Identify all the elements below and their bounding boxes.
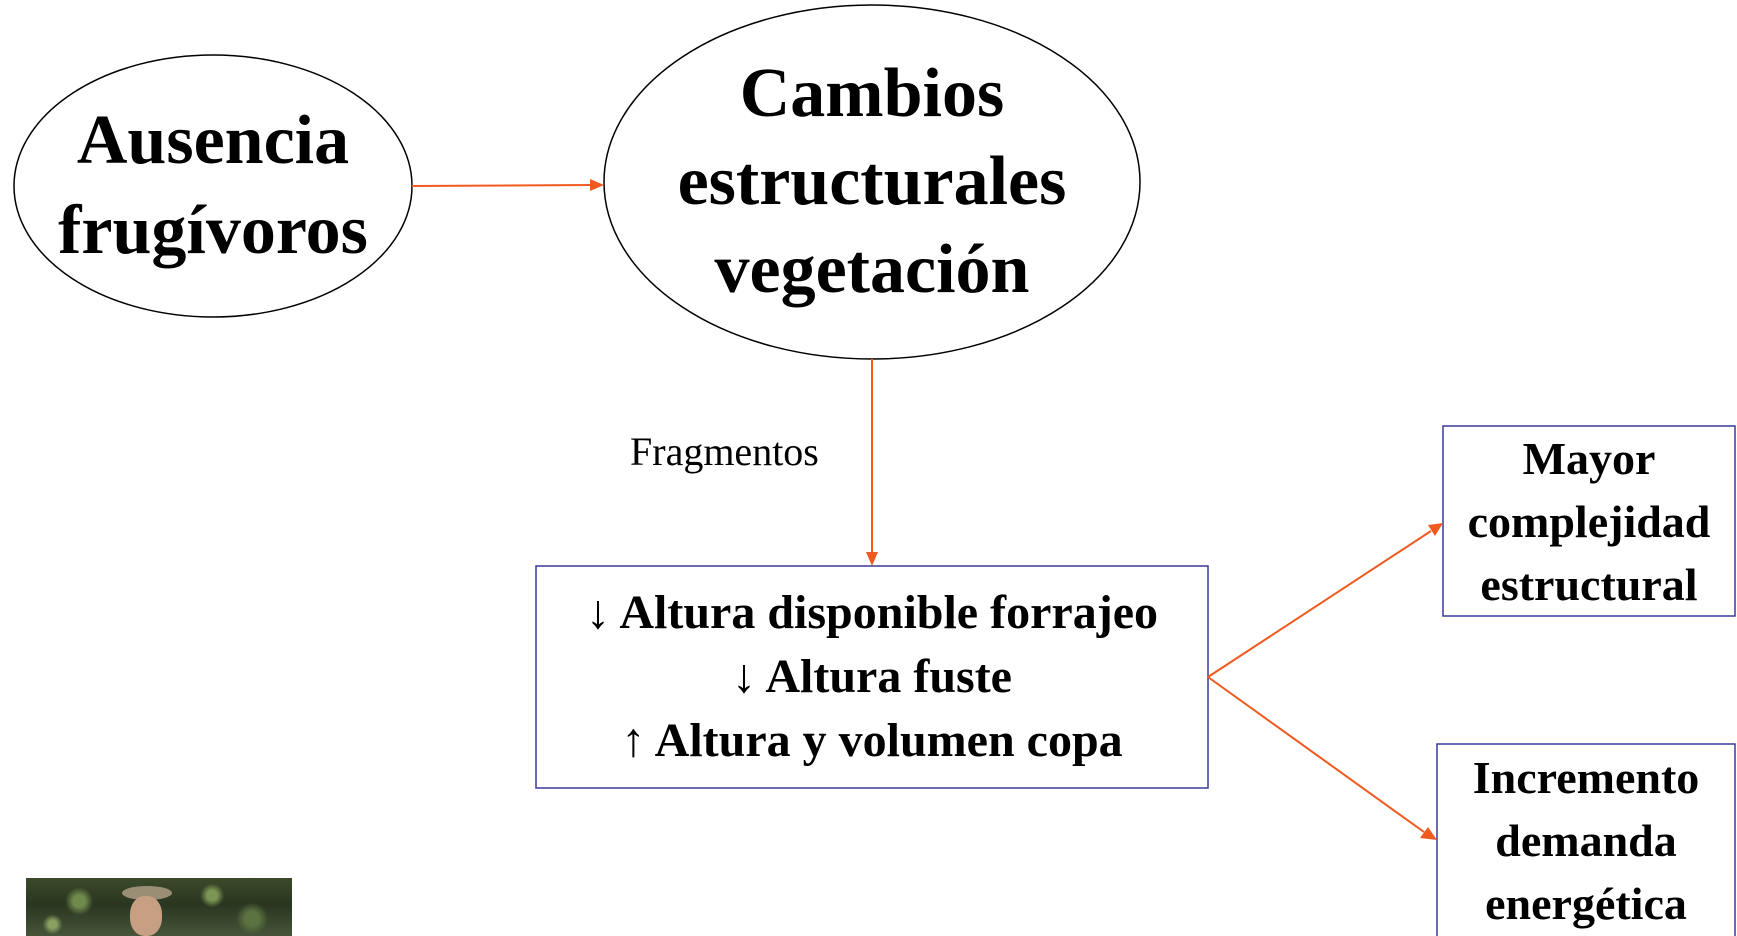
node-altura-box bbox=[535, 565, 1209, 789]
node-altura-line-3: ↑ Altura y volumen copa bbox=[621, 714, 1123, 767]
node-ausencia-label: Ausencia frugívoros bbox=[14, 58, 412, 314]
node-incremento-line-2: demanda bbox=[1495, 814, 1677, 866]
node-cambios-line-1: Cambios bbox=[739, 55, 1005, 132]
edge-label-fragmentos: Fragmentos bbox=[630, 429, 819, 474]
node-ausencia-line-1: Ausencia bbox=[76, 102, 350, 179]
arrowhead-mayor bbox=[1428, 523, 1443, 536]
node-mayor-box bbox=[1442, 425, 1736, 617]
node-incremento-box bbox=[1436, 743, 1736, 936]
node-incremento-label: Incremento demanda energética bbox=[1437, 744, 1735, 936]
node-mayor-line-2: complejidad bbox=[1467, 495, 1711, 547]
arrowhead-altura bbox=[866, 552, 878, 566]
node-incremento-line-3: energética bbox=[1485, 877, 1687, 929]
edge-altura-to-incremento bbox=[1207, 676, 1425, 833]
node-altura-line-1: ↓ Altura disponible forrajeo bbox=[586, 586, 1158, 639]
arrowhead-incremento bbox=[1420, 827, 1437, 840]
node-cambios-line-2: estructurales bbox=[677, 143, 1067, 220]
photo-person-hat bbox=[122, 886, 172, 900]
node-altura-line-2: ↓ Altura fuste bbox=[732, 650, 1012, 703]
node-mayor-label: Mayor complejidad estructural bbox=[1443, 426, 1735, 616]
forest-photo-thumbnail bbox=[26, 878, 292, 936]
node-cambios-label: Cambios estructurales vegetación bbox=[604, 6, 1140, 358]
photo-person-head bbox=[130, 896, 162, 936]
edge-altura-to-mayor bbox=[1207, 530, 1432, 678]
arrowhead-cambios bbox=[590, 179, 604, 191]
edge-ausencia-to-cambios bbox=[411, 184, 593, 187]
node-mayor-line-1: Mayor bbox=[1522, 432, 1656, 484]
node-altura-label: ↓ Altura disponible forrajeo ↓ Altura fu… bbox=[536, 566, 1208, 788]
node-incremento-line-1: Incremento bbox=[1472, 751, 1700, 803]
node-ausencia-line-2: frugívoros bbox=[58, 192, 368, 269]
node-cambios-line-3: vegetación bbox=[714, 231, 1030, 308]
node-mayor-line-3: estructural bbox=[1480, 558, 1698, 610]
